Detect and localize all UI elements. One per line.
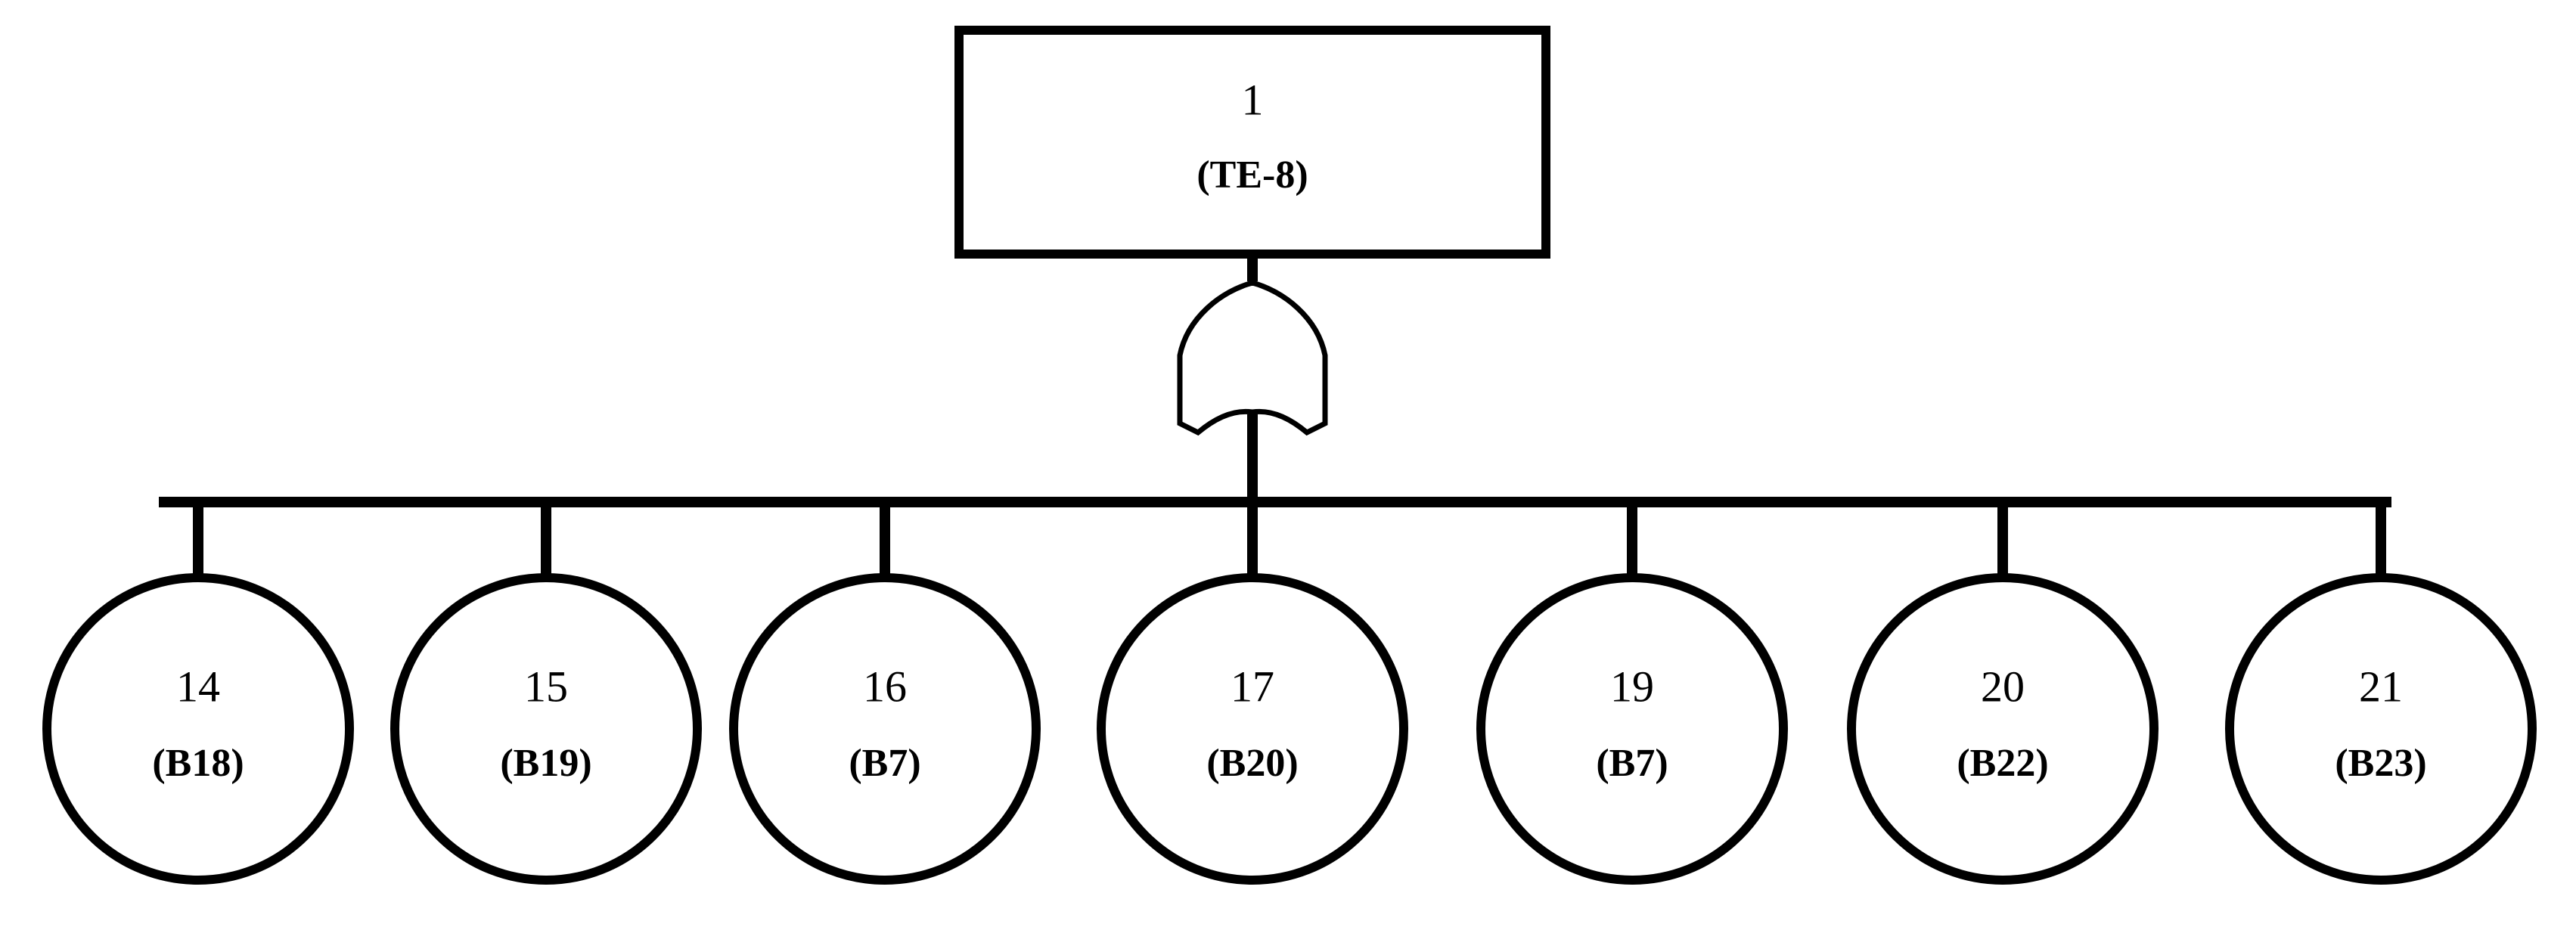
top-event: 1 (TE-8) [954,26,1550,259]
basic-event-circle [2225,573,2537,885]
basic-event-number: 17 [1231,662,1274,711]
basic-event-14: 14 (B18) [42,502,354,885]
basic-event-circle [42,573,354,885]
or-gate-icon [1177,280,1328,436]
basic-event-number: 15 [524,662,568,711]
basic-event-code: (B7) [1596,742,1668,785]
basic-event-code: (B19) [500,742,591,785]
basic-event-code: (B18) [152,742,244,785]
top-event-code: (TE-8) [1196,153,1308,197]
top-event-number: 1 [1242,75,1264,124]
basic-event-circle [1476,573,1788,885]
basic-event-code: (B22) [1957,742,2048,785]
basic-event-code: (B20) [1206,742,1298,785]
basic-event-number: 19 [1610,662,1654,711]
basic-event-circle [729,573,1041,885]
top-event-box [954,26,1550,259]
basic-events: 14 (B18) 15 (B19) 16 (B7) 17 (B20) 19 (B7) 20 (B22)… [42,502,2537,885]
basic-event-21: 21 (B23) [2225,502,2537,885]
basic-event-number: 20 [1981,662,2025,711]
basic-event-20: 20 (B22) [1847,502,2159,885]
basic-event-number: 14 [176,662,220,711]
basic-event-code: (B7) [849,742,920,785]
basic-event-circle [390,573,702,885]
basic-event-19: 19 (B7) [1476,502,1788,885]
basic-event-15: 15 (B19) [390,502,702,885]
basic-event-17: 17 (B20) [1097,502,1408,885]
basic-event-number: 21 [2359,662,2403,711]
basic-event-circle [1847,573,2159,885]
basic-event-16: 16 (B7) [729,502,1041,885]
basic-event-code: (B23) [2335,742,2426,785]
basic-event-circle [1097,573,1408,885]
basic-event-number: 16 [863,662,907,711]
